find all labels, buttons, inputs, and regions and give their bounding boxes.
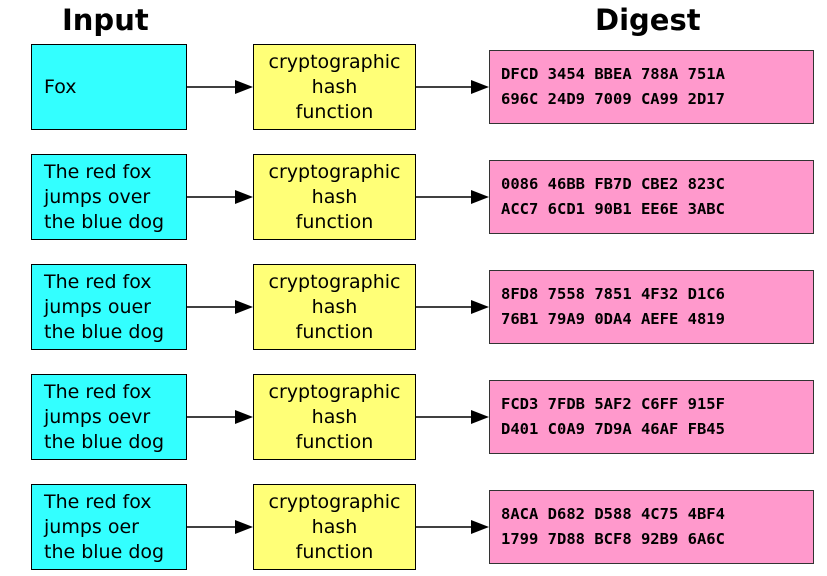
hash-row: The red fox jumps over the blue dog crypt… [0,154,827,242]
digest-line: ACC7 6CD1 90B1 EE6E 3ABC [501,200,725,218]
digest-line: 1799 7D88 BCF8 92B9 6A6C [501,530,725,548]
digest-box: DFCD 3454 BBEA 788A 751A 696C 24D9 7009 C… [489,50,814,124]
digest-box: 8FD8 7558 7851 4F32 D1C6 76B1 79A9 0DA4 A… [489,270,814,344]
hash-function-box: cryptographic hash function [253,44,416,130]
input-to-hash-arrow-head [235,410,253,424]
hash-row: Fox cryptographic hash function DFCD 3454 … [0,44,827,132]
input-box: The red fox jumps oer the blue dog [31,484,187,570]
input-text: The red fox jumps oevr the blue dog [44,380,165,453]
hash-to-digest-arrow-head [471,300,489,314]
hash-to-digest-arrow-head [471,520,489,534]
hash-function-label: cryptographic hash function [268,490,401,563]
input-text: The red fox jumps over the blue dog [44,160,165,233]
digest-box: 0086 46BB FB7D CBE2 823C ACC7 6CD1 90B1 E… [489,160,814,234]
hash-function-label: cryptographic hash function [268,160,401,233]
digest-box: 8ACA D682 D588 4C75 4BF4 1799 7D88 BCF8 9… [489,490,814,564]
digest-line: 0086 46BB FB7D CBE2 823C [501,175,725,193]
digest-line: DFCD 3454 BBEA 788A 751A [501,65,725,83]
hash-function-label: cryptographic hash function [268,50,401,123]
digest-line: FCD3 7FDB 5AF2 C6FF 915F [501,395,725,413]
hash-function-label: cryptographic hash function [268,380,401,453]
input-text: Fox [44,75,77,98]
input-text: The red fox jumps ouer the blue dog [44,270,165,343]
hash-function-box: cryptographic hash function [253,264,416,350]
digest-line: 8ACA D682 D588 4C75 4BF4 [501,505,725,523]
hash-function-box: cryptographic hash function [253,374,416,460]
arrows [187,520,489,534]
input-box: The red fox jumps oevr the blue dog [31,374,187,460]
input-box: The red fox jumps over the blue dog [31,154,187,240]
hash-function-box: cryptographic hash function [253,154,416,240]
arrows [187,300,489,314]
digest-box: FCD3 7FDB 5AF2 C6FF 915F D401 C0A9 7D9A 4… [489,380,814,454]
input-text: The red fox jumps oer the blue dog [44,490,165,563]
hash-row: The red fox jumps oer the blue dog crypto… [0,484,827,572]
hash-row: The red fox jumps ouer the blue dog crypt… [0,264,827,352]
input-to-hash-arrow-head [235,300,253,314]
input-box: The red fox jumps ouer the blue dog [31,264,187,350]
arrows [187,410,489,424]
arrows [187,80,489,94]
digest-line: 8FD8 7558 7851 4F32 D1C6 [501,285,725,303]
arrows [187,190,489,204]
input-box: Fox [31,44,187,130]
digest-line: D401 C0A9 7D9A 46AF FB45 [501,420,725,438]
input-to-hash-arrow-head [235,190,253,204]
input-to-hash-arrow-head [235,80,253,94]
hash-function-box: cryptographic hash function [253,484,416,570]
digest-heading: Digest [595,3,701,37]
hash-to-digest-arrow-head [471,190,489,204]
hash-to-digest-arrow-head [471,80,489,94]
digest-line: 76B1 79A9 0DA4 AEFE 4819 [501,310,725,328]
input-to-hash-arrow-head [235,520,253,534]
digest-line: 696C 24D9 7009 CA99 2D17 [501,90,725,108]
input-heading: Input [62,3,149,37]
hash-row: The red fox jumps oevr the blue dog crypt… [0,374,827,462]
hash-function-label: cryptographic hash function [268,270,401,343]
hash-to-digest-arrow-head [471,410,489,424]
